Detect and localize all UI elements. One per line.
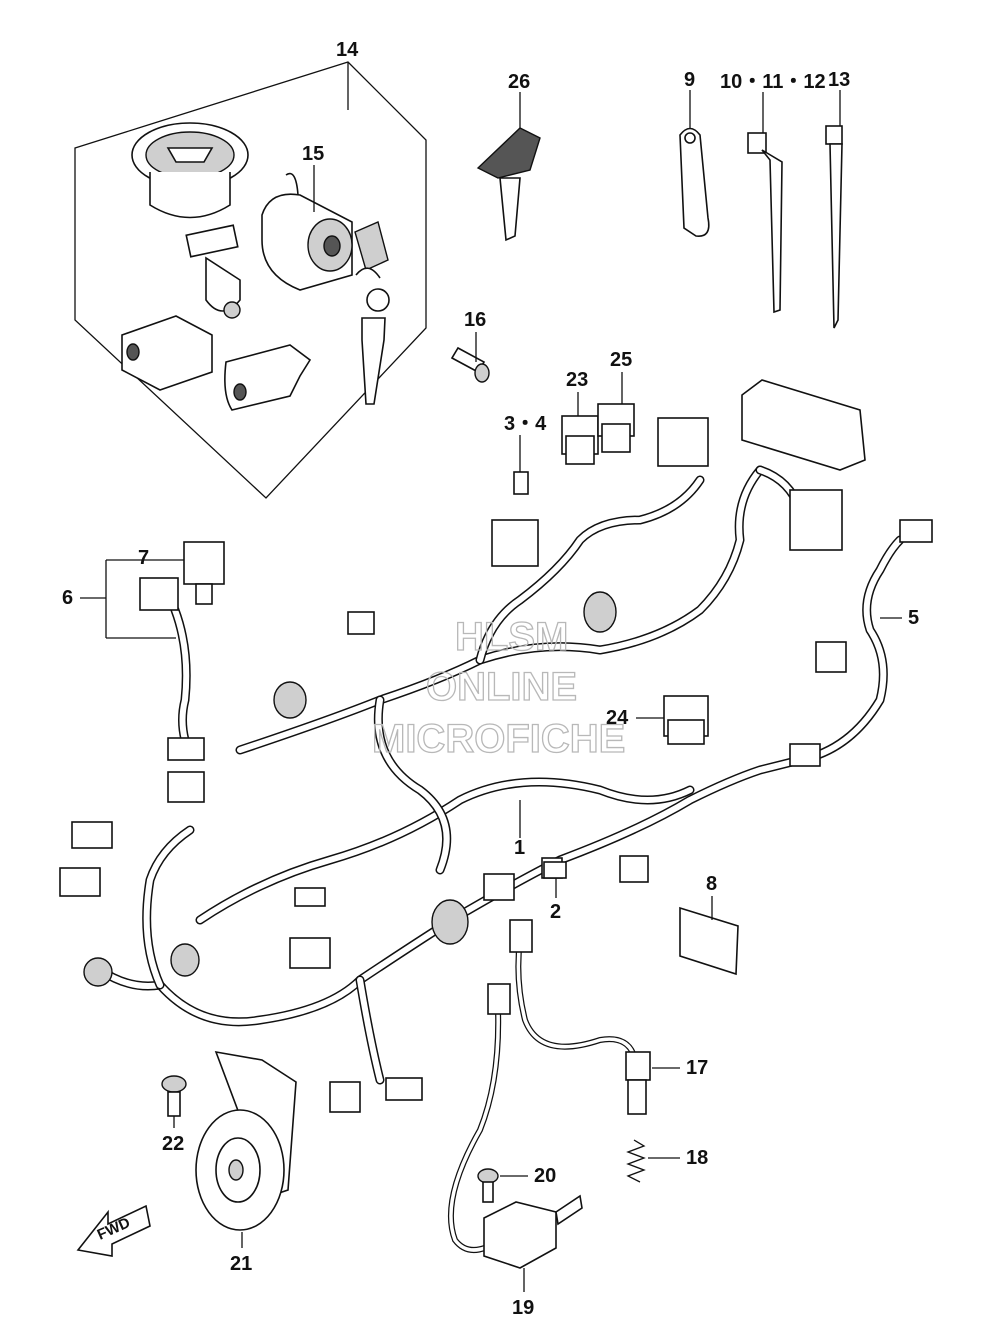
watermark: HLSM ONLINE MICROFICHE bbox=[371, 614, 626, 761]
lock-set-group bbox=[74, 61, 427, 499]
callout-18: 18 bbox=[686, 1147, 708, 1169]
callout-22: 22 bbox=[162, 1133, 184, 1155]
spring-18 bbox=[626, 1139, 646, 1183]
ignition-switch bbox=[261, 172, 353, 291]
callout-2: 2 bbox=[550, 901, 561, 923]
callout-labels: 14 15 16 26 9 10・11・12 13 3・4 23 25 7 6 … bbox=[62, 39, 919, 1319]
callout-13: 13 bbox=[828, 69, 850, 91]
watermark-line1: HLSM bbox=[455, 615, 568, 659]
callout-25: 25 bbox=[610, 349, 632, 371]
horn-21 bbox=[195, 1050, 297, 1231]
callout-9: 9 bbox=[684, 69, 695, 91]
callout-10-11-12: 10・11・12 bbox=[720, 71, 826, 93]
callout-8: 8 bbox=[706, 873, 717, 895]
callout-24: 24 bbox=[606, 707, 629, 729]
cable-tie-10-11-12 bbox=[747, 132, 783, 314]
callout-1: 1 bbox=[514, 837, 525, 859]
callout-21: 21 bbox=[230, 1253, 252, 1275]
label-8 bbox=[679, 906, 739, 976]
leader-lines bbox=[80, 62, 902, 1292]
callout-15: 15 bbox=[302, 143, 324, 165]
lock-set-outline bbox=[74, 61, 427, 499]
main-wiring-harness bbox=[59, 379, 933, 1253]
watermark-line2: ONLINE bbox=[426, 665, 577, 709]
cable-tie-13 bbox=[825, 125, 843, 329]
callout-19: 19 bbox=[512, 1297, 534, 1319]
connector-7 bbox=[183, 541, 225, 605]
callout-17: 17 bbox=[686, 1057, 708, 1079]
helmet-lock bbox=[121, 315, 213, 391]
screw-16 bbox=[450, 346, 490, 383]
watermark-line3: MICROFICHE bbox=[372, 717, 625, 761]
bolt-22 bbox=[161, 1075, 187, 1117]
forward-direction-arrow: FWD bbox=[76, 1204, 151, 1257]
callout-20: 20 bbox=[534, 1165, 556, 1187]
callout-3-4: 3・4 bbox=[504, 413, 547, 435]
relay-24 bbox=[663, 695, 709, 745]
callout-26: 26 bbox=[508, 71, 530, 93]
callout-23: 23 bbox=[566, 369, 588, 391]
fuse-3-4 bbox=[513, 471, 529, 495]
callout-14: 14 bbox=[336, 39, 359, 61]
seat-lock bbox=[224, 344, 312, 411]
callout-6: 6 bbox=[62, 587, 73, 609]
screw-20 bbox=[477, 1168, 499, 1203]
callout-7: 7 bbox=[138, 547, 149, 569]
callout-16: 16 bbox=[464, 309, 486, 331]
relay-23 bbox=[561, 415, 599, 465]
switch-17 bbox=[625, 1051, 651, 1115]
switch-19 bbox=[483, 1194, 583, 1269]
callout-5: 5 bbox=[908, 607, 919, 629]
relay-25 bbox=[597, 403, 635, 453]
clamp-9 bbox=[679, 127, 710, 237]
seat-lock-bracket bbox=[185, 224, 241, 319]
ignition-key bbox=[354, 221, 390, 405]
fuel-cap-lock bbox=[131, 122, 249, 219]
terminal-2 bbox=[543, 861, 567, 879]
key-blank-26 bbox=[476, 127, 541, 242]
